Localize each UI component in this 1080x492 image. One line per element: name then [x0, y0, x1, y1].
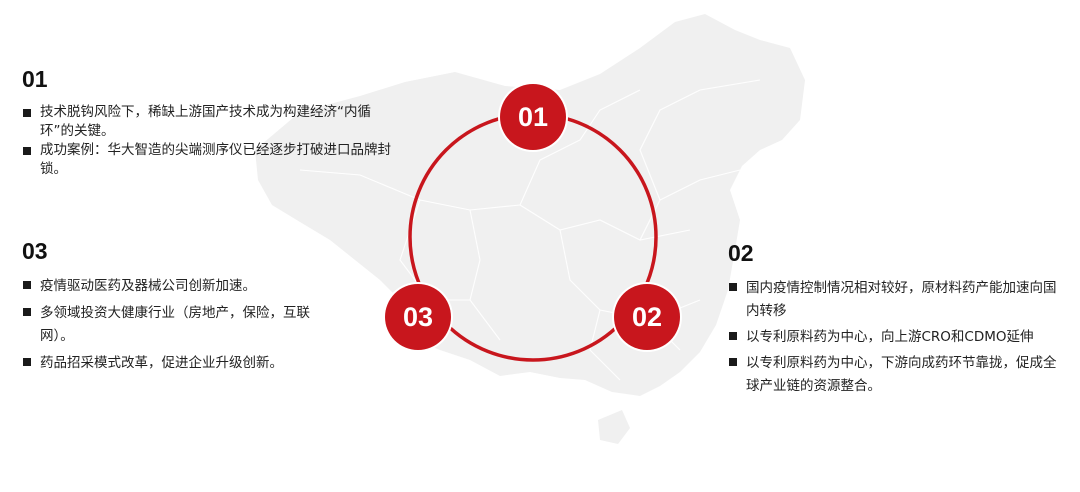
section-03-heading: 03 [22, 238, 48, 264]
section-01-item: 技术脱钩风险下，稀缺上游国产技术成为构建经济“内循环”的关键。 [22, 103, 402, 141]
node-01: 01 [500, 84, 566, 150]
section-02-item: 以专利原料药为中心，向上游CRO和CDMO延伸 [728, 326, 1068, 349]
section-01: 01 技术脱钩风险下，稀缺上游国产技术成为构建经济“内循环”的关键。 成功案例：… [22, 66, 402, 179]
section-02-heading: 02 [728, 240, 754, 266]
section-02-item: 国内疫情控制情况相对较好，原材料药产能加速向国内转移 [728, 277, 1068, 323]
section-03-item: 疫情驱动医药及器械公司创新加速。 [22, 275, 322, 298]
section-03-list: 疫情驱动医药及器械公司创新加速。 多领域投资大健康行业（房地产，保险，互联网）。… [22, 275, 322, 375]
section-01-item: 成功案例：华大智造的尖端测序仪已经逐步打破进口品牌封锁。 [22, 141, 402, 179]
section-02-list: 国内疫情控制情况相对较好，原材料药产能加速向国内转移 以专利原料药为中心，向上游… [728, 277, 1068, 398]
section-01-list: 技术脱钩风险下，稀缺上游国产技术成为构建经济“内循环”的关键。 成功案例：华大智… [22, 103, 402, 179]
node-03: 03 [385, 284, 451, 350]
section-02-item: 以专利原料药为中心，下游向成药环节靠拢，促成全球产业链的资源整合。 [728, 352, 1068, 398]
section-03-item: 多领域投资大健康行业（房地产，保险，互联网）。 [22, 302, 322, 348]
section-01-heading: 01 [22, 66, 48, 92]
node-02: 02 [614, 284, 680, 350]
section-03-item: 药品招采模式改革，促进企业升级创新。 [22, 352, 322, 375]
section-02: 02 国内疫情控制情况相对较好，原材料药产能加速向国内转移 以专利原料药为中心，… [728, 240, 1068, 401]
section-03: 03 疫情驱动医药及器械公司创新加速。 多领域投资大健康行业（房地产，保险，互联… [22, 238, 322, 379]
